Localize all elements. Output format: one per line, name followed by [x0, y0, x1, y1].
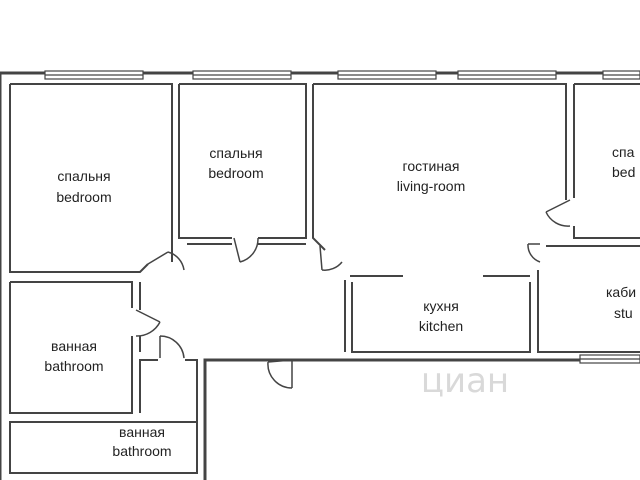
door-study [527, 243, 541, 263]
room-bathroom-1: ванная bathroom [44, 338, 103, 374]
room-study: каби stu [606, 284, 636, 321]
room-name-en: bathroom [44, 358, 103, 374]
watermark-text: циан [421, 361, 509, 401]
room-name-ru: каби [606, 284, 636, 300]
room-name-ru: гостиная [403, 158, 460, 174]
room-kitchen: кухня kitchen [419, 298, 463, 334]
room-name-ru: кухня [423, 298, 459, 314]
door-entrance [267, 359, 293, 389]
room-bedroom-2: спальня bedroom [208, 145, 263, 181]
room-name-en: bed [612, 164, 635, 180]
room-name-en: bathroom [112, 443, 171, 459]
room-name-en: kitchen [419, 318, 463, 334]
interior-walls [9, 83, 640, 474]
windows [44, 70, 640, 364]
room-living-room: гостиная living-room [397, 158, 465, 194]
door-bathroom-1 [135, 309, 161, 337]
door-bathroom-2 [159, 335, 185, 359]
room-name-en: bedroom [56, 189, 111, 205]
door-bedroom-2 [233, 237, 259, 263]
room-name-ru: ванная [51, 338, 97, 354]
room-name-ru: спальня [209, 145, 262, 161]
door-bedroom-1 [147, 251, 185, 271]
room-labels: спальня bedroom спальня bedroom гостиная… [44, 144, 636, 459]
room-bedroom-1: спальня bedroom [56, 168, 111, 205]
room-bedroom-3: спа bed [612, 144, 635, 180]
door-bedroom-3 [545, 199, 571, 227]
door-living-room [319, 245, 343, 271]
room-name-ru: спальня [57, 168, 110, 184]
room-name-ru: ванная [119, 424, 165, 440]
room-bathroom-2: ванная bathroom [112, 424, 171, 459]
room-name-ru: спа [612, 144, 635, 160]
doors [135, 199, 571, 389]
room-name-en: bedroom [208, 165, 263, 181]
room-name-en: living-room [397, 178, 465, 194]
room-name-en: stu [614, 305, 633, 321]
outer-walls [0, 71, 640, 480]
